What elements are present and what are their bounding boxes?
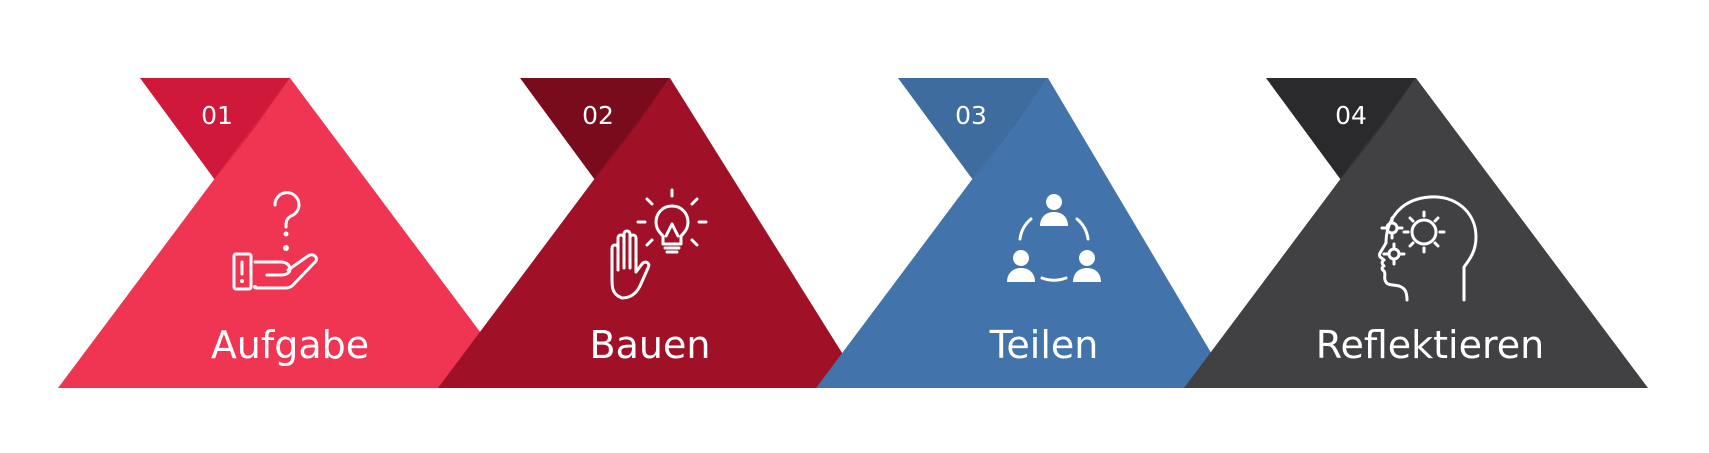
step-3-fold [973,78,1048,180]
step-2-fold [595,78,670,180]
people-cycle-icon [1007,194,1101,282]
step-4-fold [1341,78,1416,180]
step-3-flag [898,78,1048,180]
step-4-label: Reflektieren [1316,323,1544,367]
step-1-fold [215,78,290,180]
hand-lightbulb-icon [610,188,708,300]
step-1-number: 01 [201,101,233,130]
step-2-triangle [438,78,864,388]
step-3-number: 03 [955,101,987,130]
head-gears-icon [1378,195,1478,302]
step-3-label: Teilen [989,323,1099,367]
step-1-label: Aufgabe [211,323,369,367]
step-1-flag [140,78,290,180]
step-1-triangle [58,78,522,388]
step-2-label: Bauen [590,323,711,367]
step-teilen: 03 Teilen [816,78,1232,388]
hand-question-icon [232,191,318,291]
step-2-number: 02 [582,101,614,130]
step-4-triangle [1184,78,1648,388]
step-4-number: 04 [1335,101,1367,130]
step-aufgabe: 01 Aufgabe [58,78,522,388]
step-4-flag [1266,78,1416,180]
step-reflektieren: 04 Reflektieren [1184,78,1648,388]
step-3-triangle [816,78,1232,388]
step-2-flag [520,78,670,180]
step-bauen: 02 Bauen [438,78,864,388]
